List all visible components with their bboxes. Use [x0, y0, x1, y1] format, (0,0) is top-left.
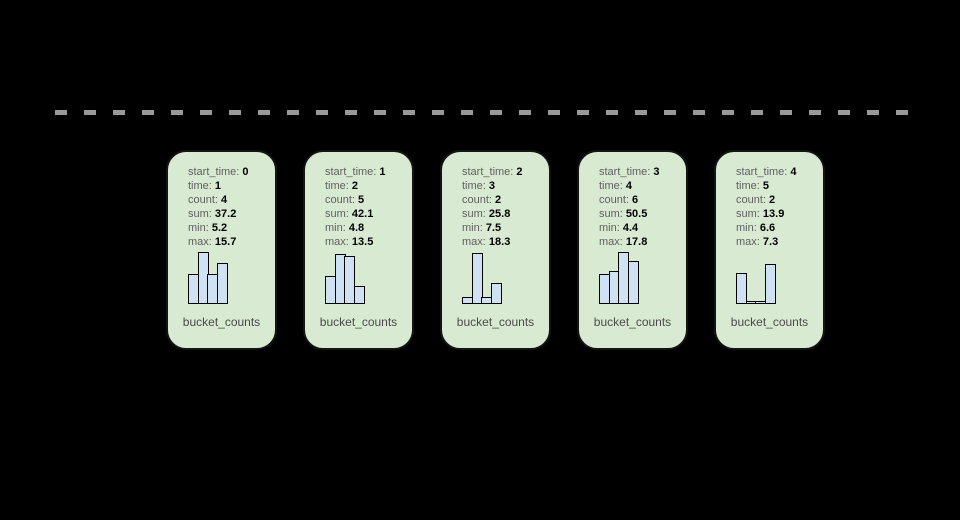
histogram-bar [353, 286, 365, 304]
datapoint-card-5: start_time: 4 time: 5 count: 2 sum: 13.9… [714, 150, 825, 350]
histogram-bar [736, 273, 747, 304]
field-count: count: 6 [599, 194, 639, 206]
field-max: max: 13.5 [325, 236, 374, 248]
datapoint-fields: start_time: 1 time: 2 count: 5 sum: 42.1… [325, 165, 406, 249]
bucket-counts-label: bucket_counts [182, 315, 261, 329]
field-max: max: 15.7 [188, 236, 237, 248]
datapoint-card-3: start_time: 2 time: 3 count: 2 sum: 25.8… [440, 150, 551, 350]
bucket-counts-label: bucket_counts [319, 315, 398, 329]
field-start-time: start_time: 3 [599, 166, 660, 178]
datapoint-card-4: start_time: 3 time: 4 count: 6 sum: 50.5… [577, 150, 688, 350]
histogram-bar [471, 253, 483, 304]
field-start-time: start_time: 1 [325, 166, 386, 178]
datapoint-fields: start_time: 4 time: 5 count: 2 sum: 13.9… [736, 165, 817, 249]
field-sum: sum: 37.2 [188, 208, 237, 220]
field-count: count: 4 [188, 194, 228, 206]
field-time: time: 4 [599, 180, 633, 192]
bucket-counts-label: bucket_counts [730, 315, 809, 329]
field-min: min: 5.2 [188, 222, 228, 234]
datapoint-card-1: start_time: 0 time: 1 count: 4 sum: 37.2… [166, 150, 277, 350]
field-sum: sum: 50.5 [599, 208, 648, 220]
histogram-datapoints-row: start_time: 0 time: 1 count: 4 sum: 37.2… [166, 150, 825, 350]
histogram-bar [764, 264, 776, 304]
field-sum: sum: 13.9 [736, 208, 785, 220]
field-sum: sum: 42.1 [325, 208, 374, 220]
datapoint-fields: start_time: 2 time: 3 count: 2 sum: 25.8… [462, 165, 543, 249]
bucket-histogram [325, 250, 365, 304]
field-min: min: 7.5 [462, 222, 502, 234]
field-count: count: 2 [736, 194, 776, 206]
field-count: count: 5 [325, 194, 365, 206]
bucket-histogram [599, 250, 639, 304]
field-sum: sum: 25.8 [462, 208, 511, 220]
field-time: time: 2 [325, 180, 359, 192]
bucket-counts-label: bucket_counts [456, 315, 535, 329]
bucket-histogram [462, 250, 502, 304]
datapoint-card-2: start_time: 1 time: 2 count: 5 sum: 42.1… [303, 150, 414, 350]
field-count: count: 2 [462, 194, 502, 206]
field-min: min: 6.6 [736, 222, 776, 234]
field-min: min: 4.8 [325, 222, 365, 234]
field-start-time: start_time: 4 [736, 166, 797, 178]
histogram-bar [216, 263, 228, 304]
field-start-time: start_time: 2 [462, 166, 523, 178]
field-max: max: 18.3 [462, 236, 511, 248]
datapoint-fields: start_time: 3 time: 4 count: 6 sum: 50.5… [599, 165, 680, 249]
field-time: time: 5 [736, 180, 770, 192]
histogram-bar [627, 261, 639, 304]
field-time: time: 3 [462, 180, 496, 192]
timeline-dashed-line [55, 110, 912, 115]
field-max: max: 17.8 [599, 236, 648, 248]
field-min: min: 4.4 [599, 222, 639, 234]
histogram-bar [344, 256, 355, 304]
histogram-bar [490, 283, 502, 304]
field-time: time: 1 [188, 180, 222, 192]
bucket-histogram [188, 250, 228, 304]
bucket-histogram [736, 250, 776, 304]
field-max: max: 7.3 [736, 236, 779, 248]
datapoint-fields: start_time: 0 time: 1 count: 4 sum: 37.2… [188, 165, 269, 249]
bucket-counts-label: bucket_counts [593, 315, 672, 329]
field-start-time: start_time: 0 [188, 166, 249, 178]
